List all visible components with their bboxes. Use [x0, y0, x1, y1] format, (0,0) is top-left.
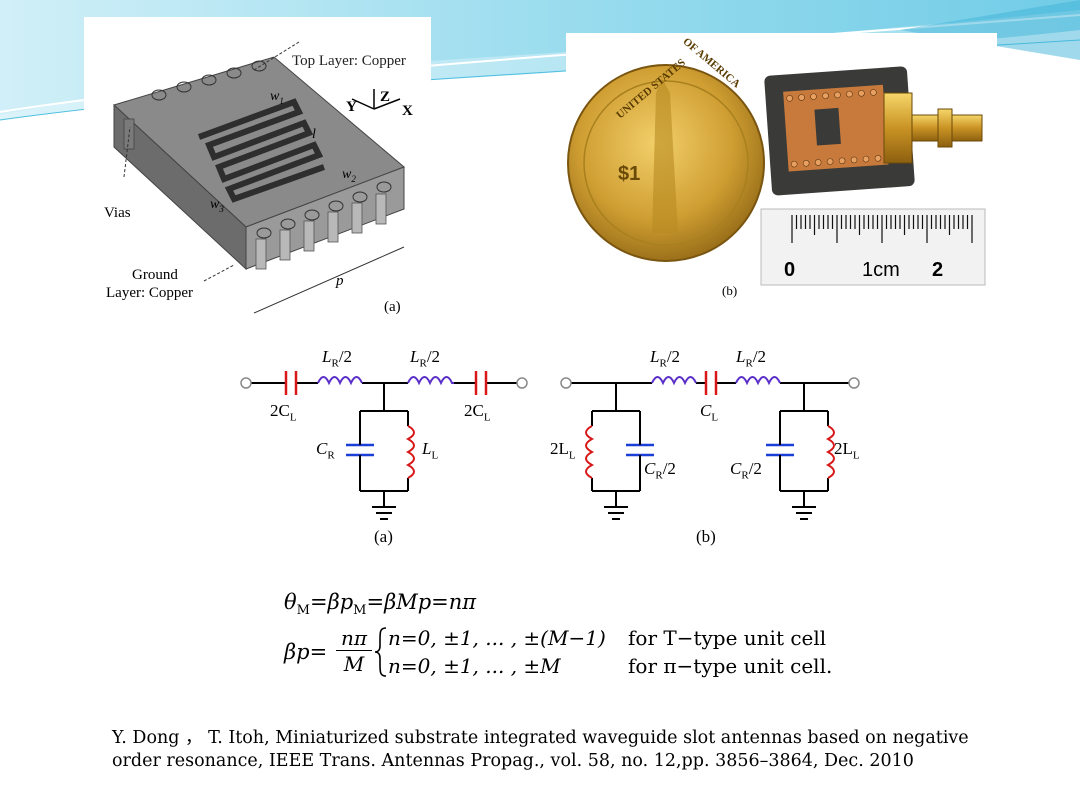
- ruler-two: 2: [932, 259, 944, 281]
- circuit-b-caption: (b): [696, 527, 716, 546]
- equation-panel: θM=βpM=βMp=nπ βp= nπ M n=0, ±1, ... , ±(…: [278, 590, 854, 690]
- w2-label: w2: [342, 167, 356, 184]
- p-label: p: [336, 273, 344, 289]
- top-layer-label: Top Layer: Copper: [292, 53, 406, 69]
- circuit-b-ll-right: 2LL: [834, 439, 860, 462]
- axis-x-label: X: [402, 103, 413, 119]
- case-2-description: for π−type unit cell.: [628, 654, 833, 678]
- figure-b-panel: UNITED STATES OF AMERICA $1 0 1cm 2 (b): [566, 33, 997, 298]
- circuit-b-ll-left: 2LL: [550, 439, 576, 462]
- figure-a-panel: Top Layer: Copper Y Z X w1 l w2 w3 Vias …: [84, 17, 431, 331]
- vias-label: Vias: [104, 205, 131, 221]
- circuit-b-cr-right: CR/2: [730, 459, 762, 482]
- circuit-a-ll: LL: [422, 439, 439, 462]
- circuit-diagrams: [240, 371, 860, 520]
- circuit-a-lr-right: LR/2: [410, 347, 441, 370]
- case-1-description: for T−type unit cell: [628, 626, 827, 650]
- fraction-denominator: M: [343, 652, 365, 676]
- circuit-a-caption: (a): [374, 527, 393, 546]
- case-1: n=0, ±1, ... , ±(M−1): [388, 626, 606, 650]
- case-2: n=0, ±1, ... , ±M: [388, 654, 561, 678]
- circuit-b-lr-right: LR/2: [736, 347, 767, 370]
- w3-label: w3: [210, 197, 224, 214]
- circuit-a-cr: CR: [316, 439, 335, 462]
- citation: Y. Dong ， T. Itoh, Miniaturized substrat…: [112, 727, 1012, 773]
- w1-label: w1: [270, 89, 284, 106]
- circuit-a-c-left: 2CL: [270, 401, 297, 424]
- coin-value: $1: [618, 163, 641, 185]
- circuit-b-cl: CL: [700, 401, 719, 424]
- axis-z-label: Z: [380, 89, 391, 105]
- ground-label: Ground: [132, 267, 178, 283]
- fraction-numerator: nπ: [336, 626, 372, 651]
- ruler-1cm: 1cm: [862, 259, 900, 281]
- citation-line-1: Y. Dong ， T. Itoh, Miniaturized substrat…: [112, 728, 969, 748]
- axis-y-label: Y: [346, 99, 357, 115]
- circuit-a-lr-left: LR/2: [322, 347, 353, 370]
- figure-a-caption: (a): [384, 299, 401, 315]
- circuit-a-c-right: 2CL: [464, 401, 491, 424]
- prototype-photo: [566, 33, 997, 298]
- equation-line1: θM=βpM=βMp=nπ: [284, 590, 477, 619]
- cases-brace: [374, 627, 387, 677]
- substrate-drawing: [113, 41, 405, 314]
- l-label: l: [312, 127, 316, 142]
- sma-connector: [883, 92, 913, 164]
- ruler-zero: 0: [784, 259, 796, 281]
- figure-b-caption: (b): [722, 283, 738, 298]
- circuit-b-cr-left: CR/2: [644, 459, 676, 482]
- circuit-panel: LR/2 LR/2 2CL 2CL CR LL (a) LR/2 LR/2 CL…: [236, 341, 872, 551]
- citation-line-2: order resonance, IEEE Trans. Antennas Pr…: [112, 751, 914, 771]
- circuit-b-lr-left: LR/2: [650, 347, 681, 370]
- ground-layer-label: Layer: Copper: [106, 285, 194, 301]
- equation-beta-p: βp=: [284, 640, 328, 664]
